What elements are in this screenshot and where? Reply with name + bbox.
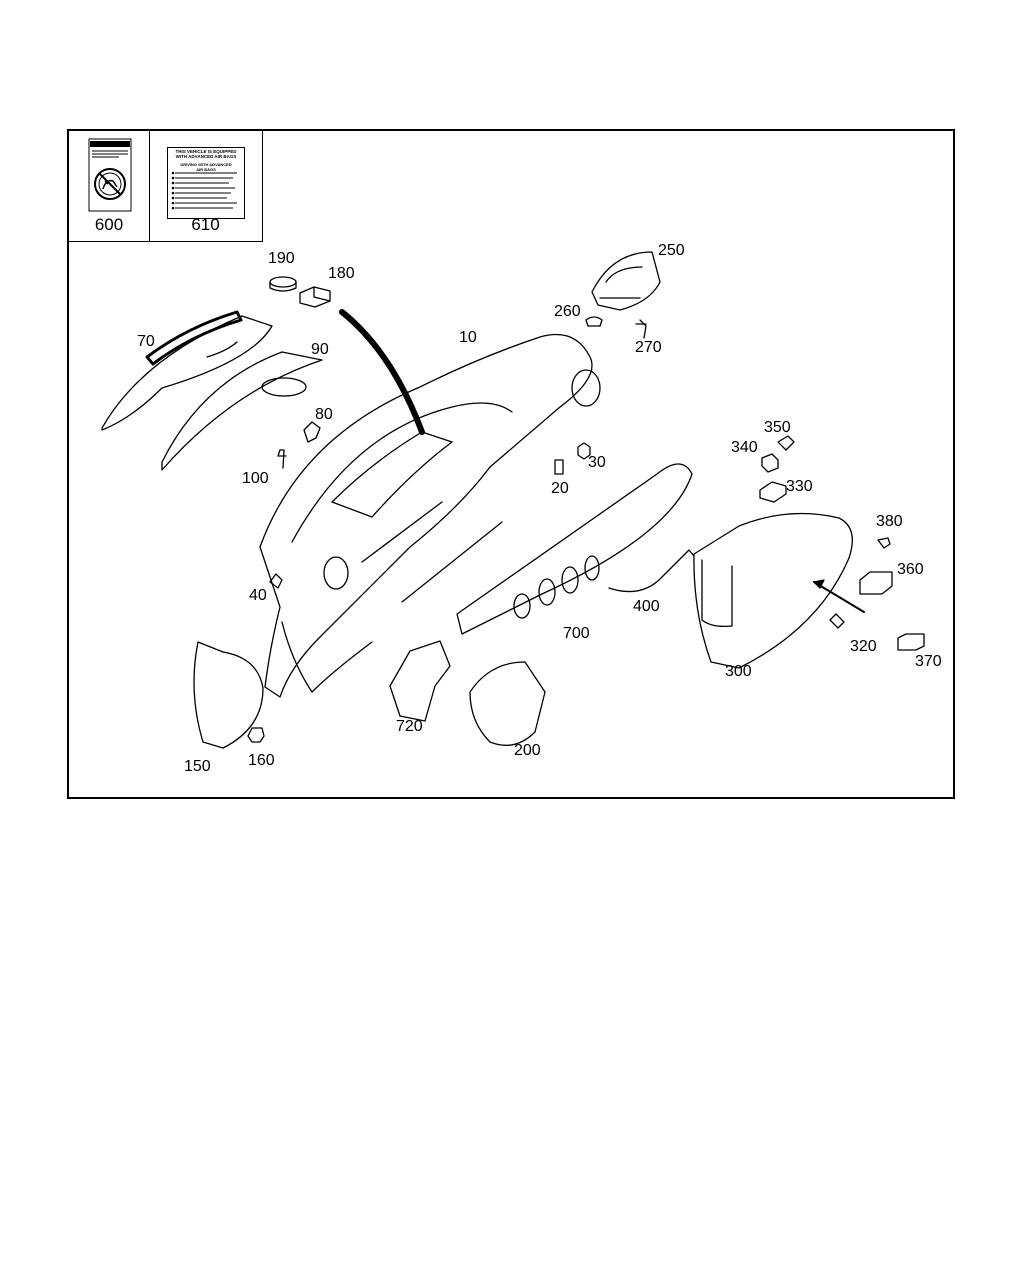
- part-80-clip-icon: [303, 421, 321, 443]
- part-380-screw-icon: [877, 537, 891, 549]
- callout-400: 400: [633, 598, 660, 615]
- airbag-warning-label-icon: [88, 138, 132, 212]
- dashboard-exploded-view: [101, 251, 925, 749]
- airbag-label-number: 610: [191, 215, 220, 234]
- arrow-180-icon: [339, 309, 425, 435]
- airbag-info-label-box: [167, 147, 245, 219]
- callout-720: 720: [396, 718, 423, 735]
- part-340-holder-icon: [761, 453, 779, 473]
- callout-260: 260: [554, 303, 581, 320]
- part-330-switch-icon: [759, 481, 787, 503]
- callout-190: 190: [268, 250, 295, 267]
- part-320-latch-icon: [829, 613, 845, 629]
- callout-200: 200: [514, 742, 541, 759]
- callout-340: 340: [731, 439, 758, 456]
- callout-20: 20: [551, 480, 569, 497]
- part-30-bracket-icon: [577, 442, 591, 460]
- part-150-side-panel-icon: [193, 641, 264, 749]
- airbag-label-cell: THIS VEHICLE IS EQUIPPED WITH ADVANCED A…: [149, 131, 263, 242]
- part-260-nut-icon: [585, 316, 603, 327]
- callout-300: 300: [725, 663, 752, 680]
- airbag-label-text-lines: [171, 171, 237, 210]
- callout-90: 90: [311, 341, 329, 358]
- callout-320: 320: [850, 638, 877, 655]
- part-180-pad-icon: [299, 286, 331, 308]
- part-160-clip-icon: [247, 727, 265, 743]
- callout-100: 100: [242, 470, 269, 487]
- callout-40: 40: [249, 587, 267, 604]
- callout-370: 370: [915, 653, 942, 670]
- part-700-trim-strip-icon: [456, 463, 693, 635]
- part-270-bolt-icon: [635, 319, 647, 339]
- callout-10: 10: [459, 329, 477, 346]
- callout-350: 350: [764, 419, 791, 436]
- callout-30: 30: [588, 454, 606, 471]
- callout-700: 700: [563, 625, 590, 642]
- callout-330: 330: [786, 478, 813, 495]
- part-10-dashboard-icon: [259, 333, 593, 698]
- warning-label-cell: 600: [69, 131, 150, 242]
- warning-label-number: 600: [94, 215, 124, 234]
- part-350-bulb-icon: [777, 435, 795, 451]
- part-300-glovebox-icon: [693, 512, 853, 669]
- callout-80: 80: [315, 406, 333, 423]
- callout-160: 160: [248, 752, 275, 769]
- callout-250: 250: [658, 242, 685, 259]
- part-400-cable-icon: [608, 549, 695, 593]
- part-720-cover-icon: [389, 640, 451, 722]
- part-20-bracket-icon: [554, 459, 564, 475]
- callout-270: 270: [635, 339, 662, 356]
- airbag-label-subheading: DRIVING WITH ADVANCED AIR BAGS: [180, 162, 232, 172]
- part-90-panel-icon: [161, 351, 323, 471]
- part-370-connector-icon: [897, 633, 925, 651]
- parts-diagram-frame: 600 THIS VEHICLE IS EQUIPPED WITH ADVANC…: [67, 129, 955, 799]
- callout-360: 360: [897, 561, 924, 578]
- part-360-box-icon: [859, 571, 893, 595]
- callout-380: 380: [876, 513, 903, 530]
- part-190-cap-icon: [269, 276, 297, 288]
- callout-150: 150: [184, 758, 211, 775]
- part-250-airbag-module-icon: [591, 251, 661, 311]
- callout-180: 180: [328, 265, 355, 282]
- part-70-cover-icon: [101, 315, 273, 431]
- part-40-clip-icon: [269, 573, 283, 589]
- callout-70: 70: [137, 333, 155, 350]
- part-100-screw-icon: [277, 449, 287, 469]
- airbag-label-heading: THIS VEHICLE IS EQUIPPED WITH ADVANCED A…: [175, 149, 237, 159]
- part-200-column-trim-icon: [469, 661, 546, 746]
